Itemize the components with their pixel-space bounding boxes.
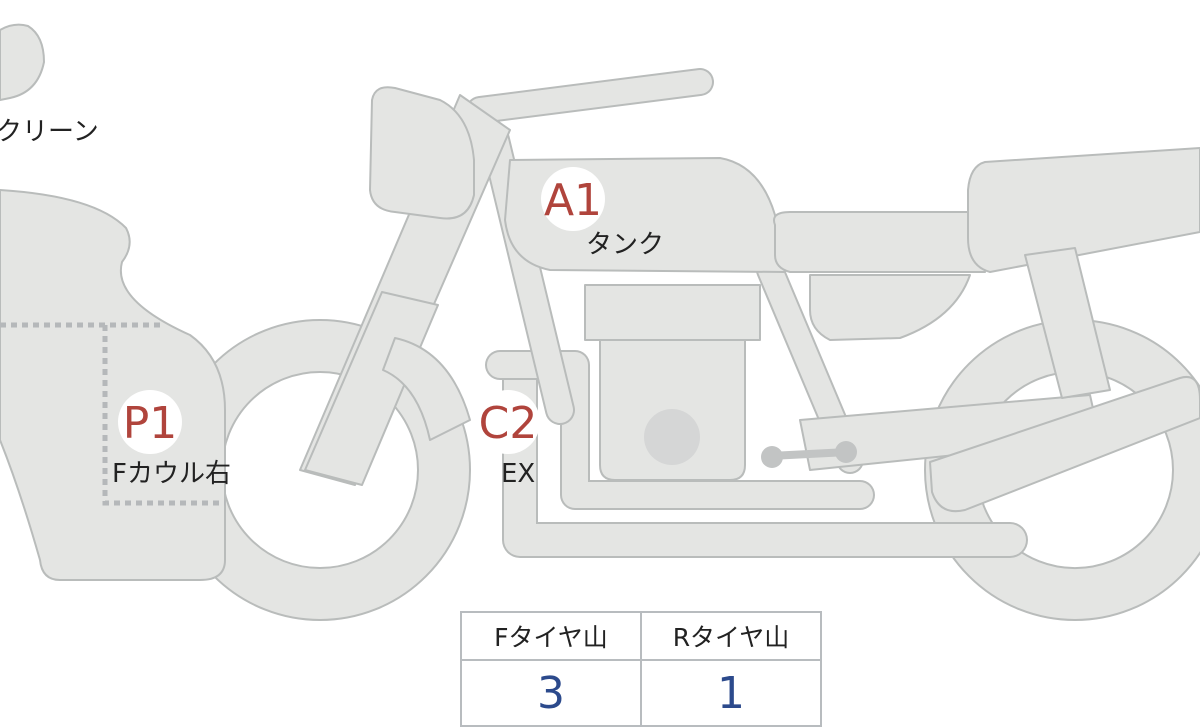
- front-cowl: [0, 189, 226, 581]
- marker-c2[interactable]: C2 EX: [476, 390, 540, 489]
- marker-p1[interactable]: P1 Fカウル右: [112, 390, 231, 489]
- seat: [773, 211, 986, 273]
- handlebar-inner: [468, 70, 712, 122]
- marker-p1-label: Fカウル右: [112, 459, 231, 489]
- front-tire-value: 3: [460, 659, 642, 727]
- marker-a1-label: タンク: [586, 230, 664, 260]
- rear-tire-value: 1: [640, 659, 822, 727]
- marker-p1-code: P1: [123, 398, 178, 449]
- marker-a1-circle: [541, 167, 605, 231]
- tail-cowl: [967, 147, 1200, 273]
- muffler: [929, 376, 1200, 513]
- engine-cover: [644, 409, 700, 465]
- front-tire-header: Fタイヤ山: [460, 611, 642, 661]
- front-fender: [382, 337, 471, 441]
- side-cover: [809, 274, 971, 341]
- rear-shock: [1024, 247, 1111, 399]
- marker-a1[interactable]: A1 タンク: [541, 167, 664, 260]
- rear-tire-header: Rタイヤ山: [640, 611, 822, 661]
- marker-p1-circle: [118, 390, 182, 454]
- frame-down-tube-inner: [482, 127, 573, 423]
- pipe-bracket-end-right: [835, 441, 857, 463]
- windscreen: [0, 23, 45, 101]
- engine-head: [584, 284, 761, 341]
- damage-area-outline: [0, 322, 225, 506]
- pipe-bracket: [766, 448, 852, 460]
- marker-c2-label: EX: [501, 459, 535, 489]
- marker-c2-circle: [476, 390, 540, 454]
- tire-tread-table: Fタイヤ山 Rタイヤ山 3 1: [460, 611, 822, 727]
- marker-a1-code: A1: [544, 175, 602, 226]
- pipe-bracket-end-left: [761, 446, 783, 468]
- marker-c2-code: C2: [479, 398, 538, 449]
- headlight: [369, 86, 475, 220]
- windscreen-label: クリーン: [0, 117, 99, 147]
